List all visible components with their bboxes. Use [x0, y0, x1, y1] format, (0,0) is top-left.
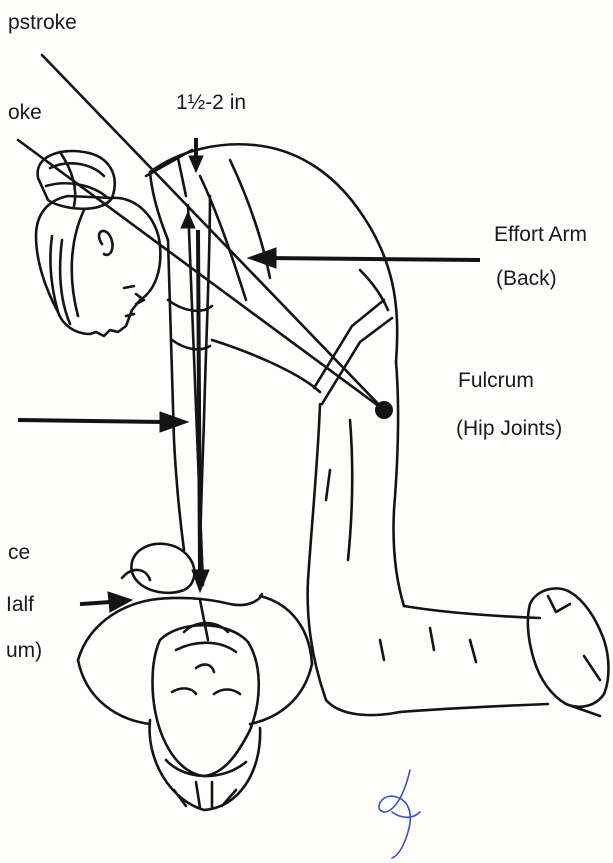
rescuer-shoe	[528, 588, 609, 716]
force-arrow-shaft	[82, 602, 110, 604]
depth-label: 1½-2 in	[176, 92, 246, 113]
force-label-line3: um)	[6, 640, 42, 661]
victim-face	[153, 625, 259, 776]
rescuer-waistband	[360, 270, 388, 310]
rescuer-left-arm	[168, 240, 184, 550]
compression-arrowhead	[192, 570, 209, 592]
rescuer-shirt-hem	[212, 340, 320, 392]
downstroke-label: oke	[8, 102, 42, 123]
upstroke-label: pstroke	[8, 12, 77, 33]
victim-eyes	[172, 688, 240, 694]
victim-hair	[150, 720, 261, 810]
fulcrum-sub-label: (Hip Joints)	[456, 418, 562, 439]
force-label-line2: Ialf	[6, 594, 34, 615]
rescuer-knee	[326, 700, 400, 715]
rescuer-eye	[124, 286, 134, 288]
victim-nose	[196, 665, 214, 672]
effort-arm-arrow-shaft	[268, 258, 478, 260]
effort-arm-sub-label: (Back)	[496, 268, 557, 289]
depth-arrow-bottom-head	[181, 212, 195, 228]
signature-icon	[379, 770, 420, 858]
compression-arrow-shaft	[198, 232, 200, 570]
rescuer-hair-strands	[50, 210, 84, 324]
force-label-line1: ce	[8, 542, 30, 563]
depth-arrow-top-head	[189, 156, 203, 172]
rescuer-trouser-folds	[380, 628, 476, 662]
rescuer-hands	[122, 544, 194, 593]
victim-sleeve-left	[78, 660, 150, 724]
rescuer-thigh-back	[393, 362, 404, 606]
left-arrow-shaft	[20, 420, 162, 422]
fulcrum-dot	[375, 401, 393, 419]
fulcrum-label: Fulcrum	[458, 370, 534, 391]
effort-arm-arrowhead	[248, 248, 276, 268]
rescuer-ear	[99, 231, 112, 255]
rescuer-trouser-crease	[326, 420, 352, 560]
effort-arm-label: Effort Arm	[494, 224, 587, 245]
rescuer-head	[36, 196, 160, 336]
